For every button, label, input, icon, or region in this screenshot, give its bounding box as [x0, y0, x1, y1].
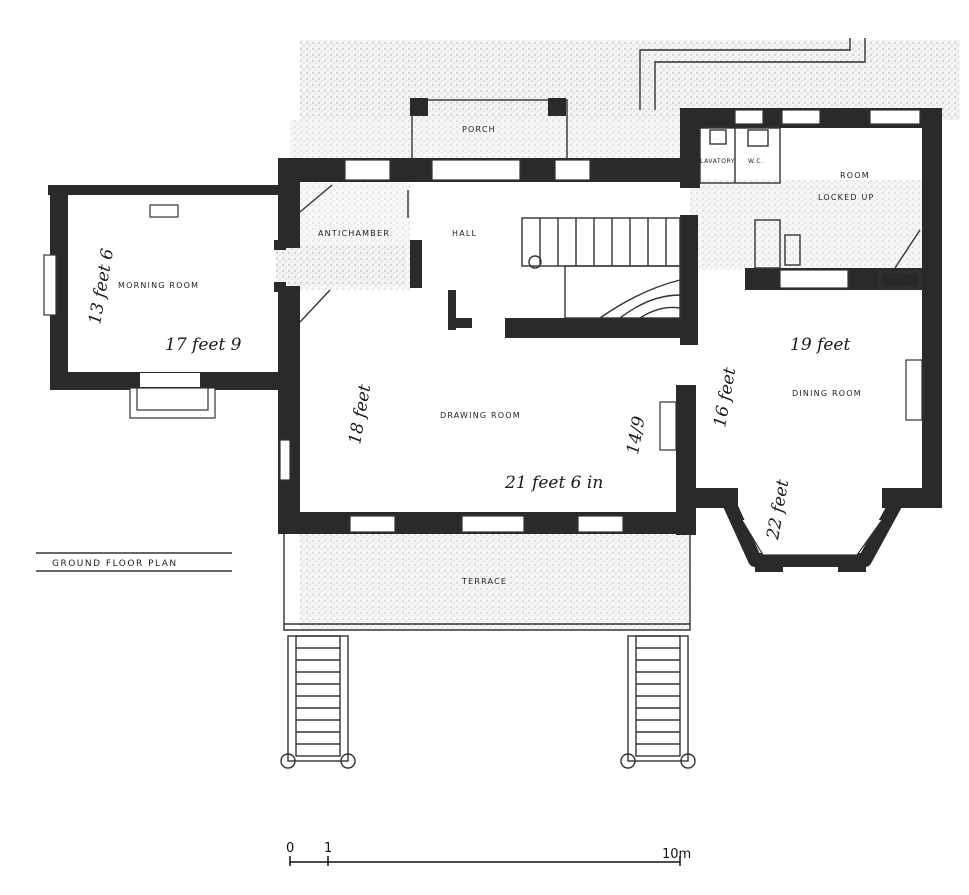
label-locked-up: LOCKED UP: [818, 193, 875, 202]
label-wc: W.C.: [748, 158, 764, 165]
dim-drawing-vertical: 18 feet: [345, 383, 375, 446]
morning-room: [43, 185, 280, 419]
terrace-steps-left: [280, 635, 356, 769]
label-terrace: TERRACE: [461, 577, 507, 586]
service-block: [680, 108, 942, 290]
boundary-outline: [639, 38, 866, 110]
label-room: ROOM: [840, 171, 870, 180]
dim-dining-top: 19 feet: [790, 335, 850, 355]
scale-one: 1: [324, 841, 332, 856]
plan-title-text: GROUND FLOOR PLAN: [52, 559, 178, 569]
staircase: [521, 217, 681, 319]
label-drawing-room: DRAWING ROOM: [440, 411, 521, 420]
label-morning-room: MORNING ROOM: [118, 281, 199, 290]
label-antichamber: ANTICHAMBER: [318, 229, 390, 238]
label-cubd: CUBD.: [886, 279, 908, 286]
plan-title: GROUND FLOOR PLAN: [36, 552, 232, 572]
dim-drawing-right: 14/9: [623, 415, 649, 456]
terrace-steps-right: [620, 635, 696, 769]
dim-dining-left: 16 feet: [710, 366, 740, 429]
terrace: [283, 534, 691, 631]
dim-morning-horizontal: 17 feet 9: [165, 335, 242, 355]
label-hall: HALL: [452, 229, 477, 238]
label-lavatory: LAVATORY: [700, 158, 735, 165]
dining-room: [696, 278, 942, 572]
scale-zero: 0: [286, 841, 294, 856]
dim-drawing-horizontal: 21 feet 6 in: [504, 473, 603, 493]
label-dining-room: DINING ROOM: [792, 389, 862, 398]
label-porch: PORCH: [462, 125, 496, 134]
main-walls: [278, 158, 698, 535]
scale-bar: 0 1 10m: [286, 841, 691, 866]
scale-ten: 10m: [662, 847, 691, 862]
